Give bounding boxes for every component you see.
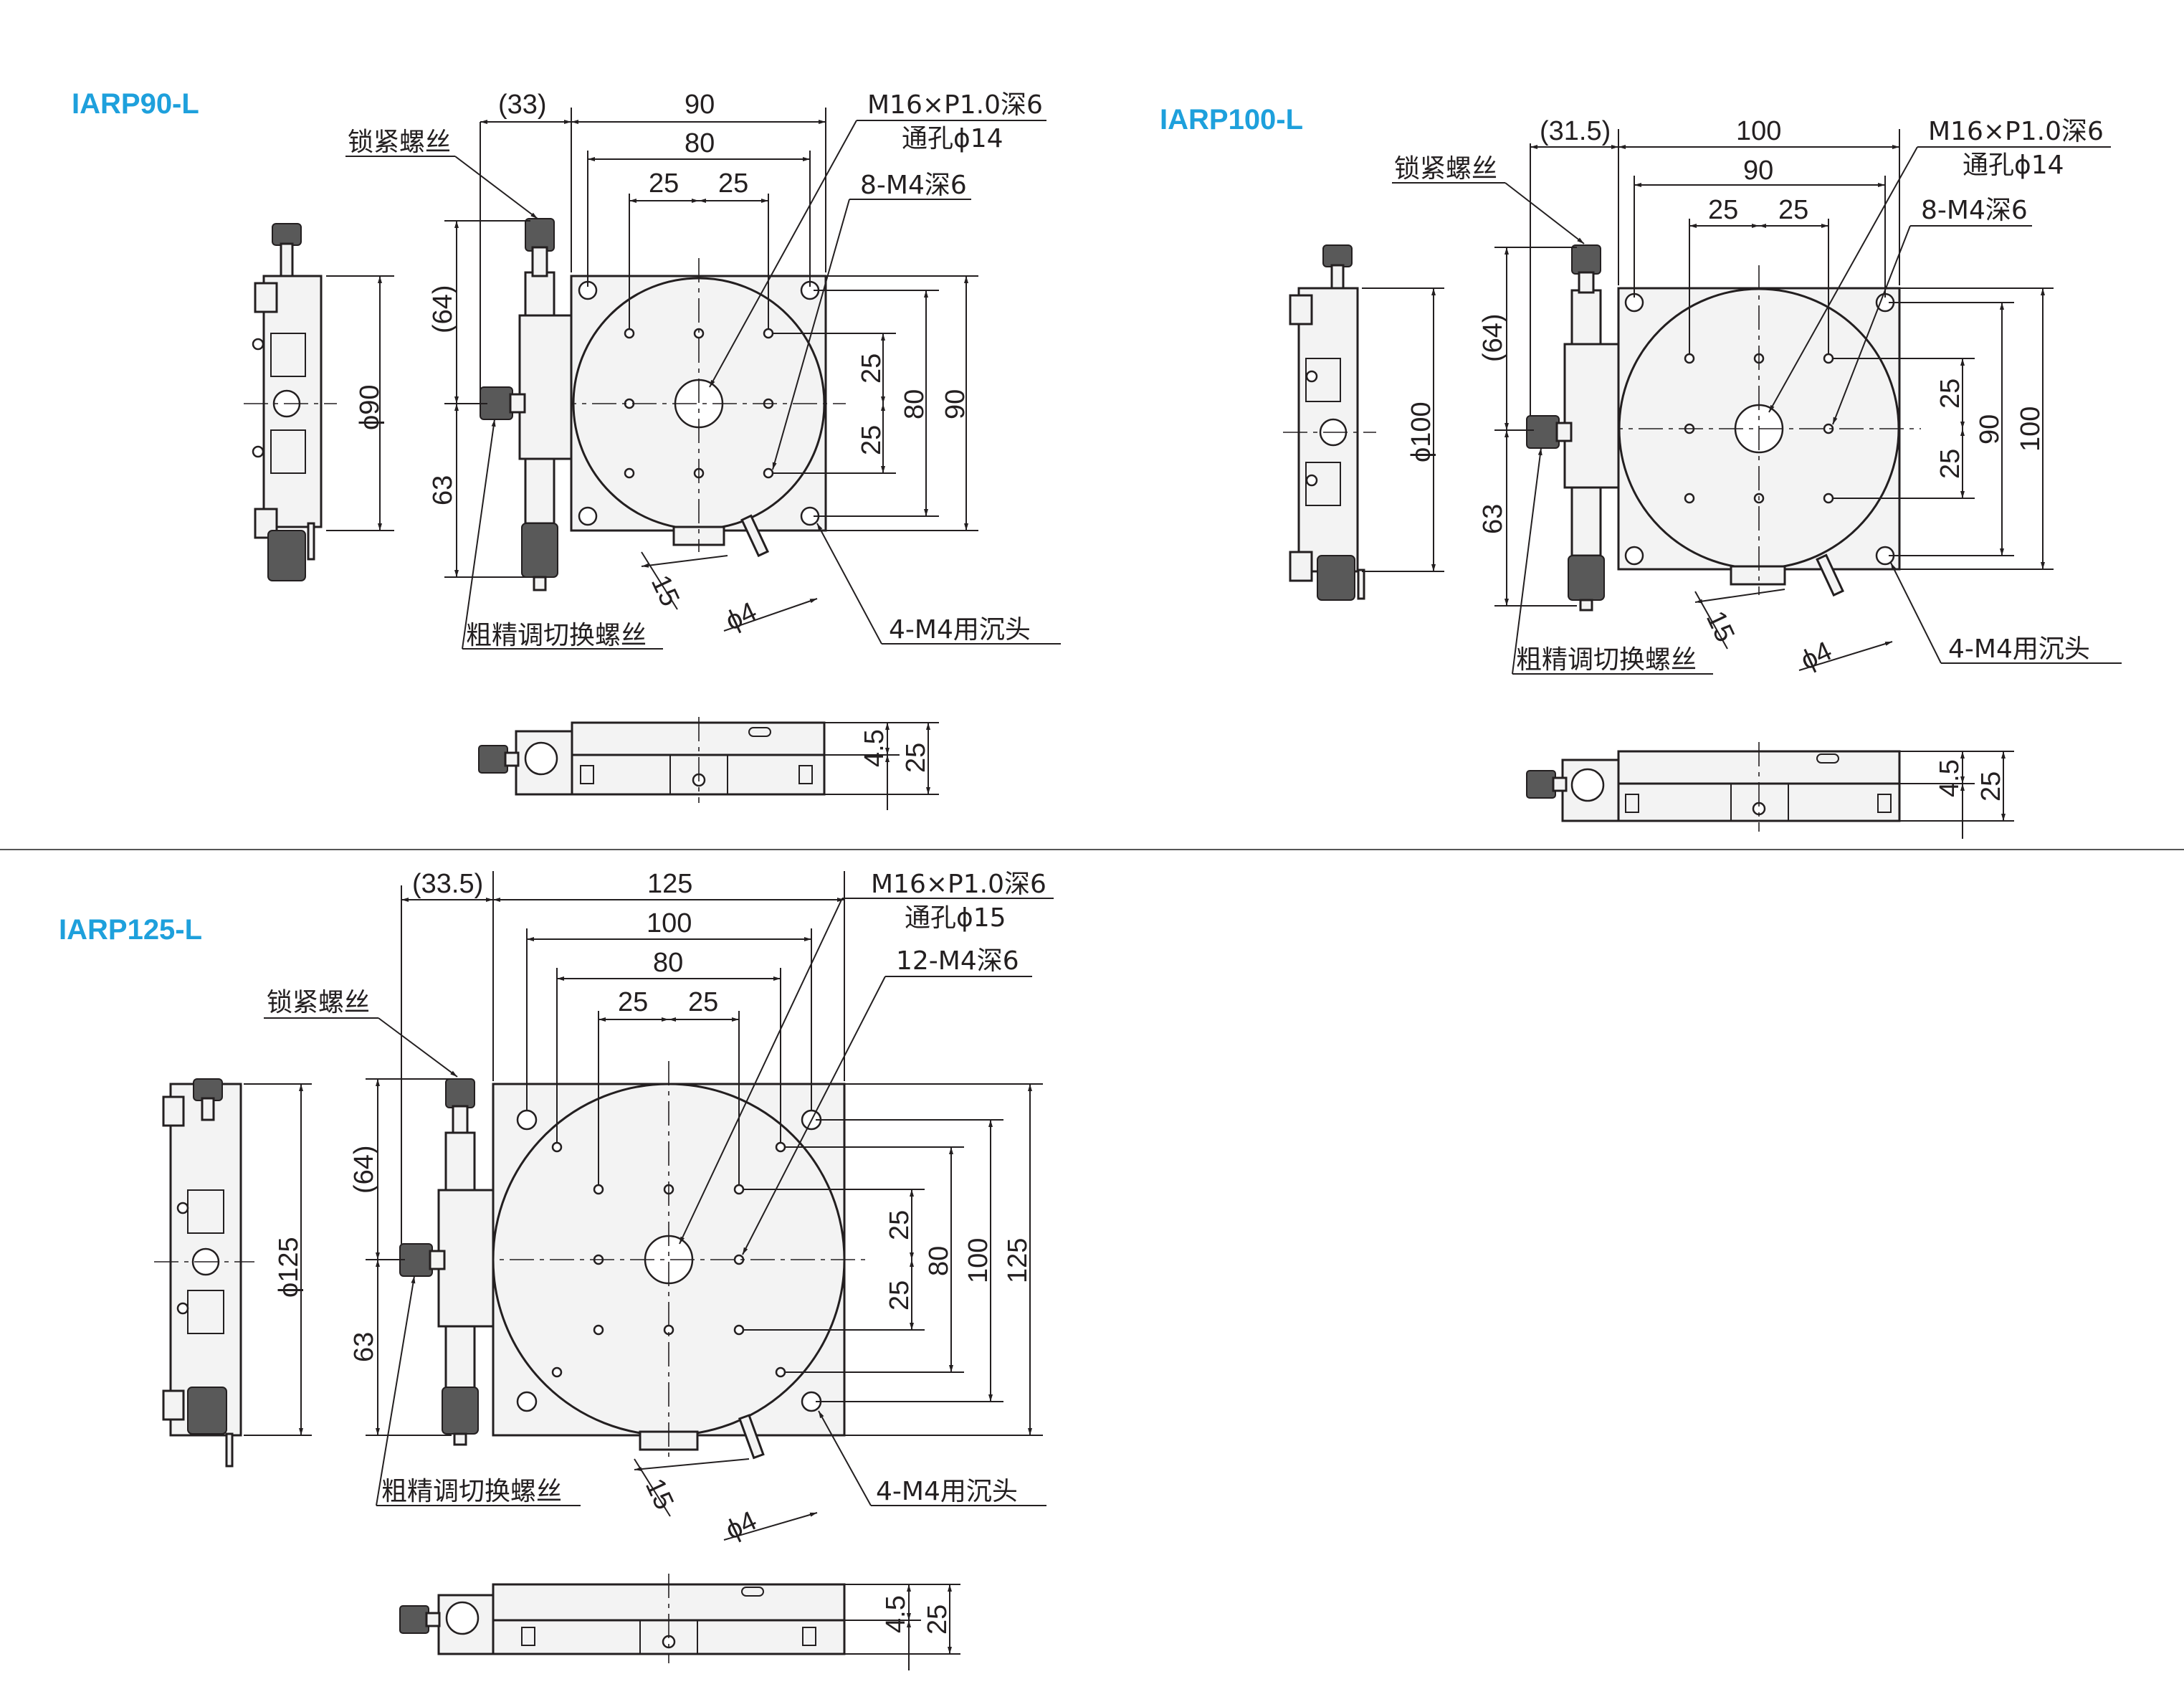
dim-right-outer: 90 [940, 389, 971, 419]
side-view-left: ϕ100 [1283, 244, 1444, 601]
plan-view [1526, 244, 1921, 612]
top-dimensions: (33) 90 80 25 25 [480, 90, 826, 391]
dim-right-inner: 80 [900, 389, 930, 419]
side-view-left: ϕ90 [244, 223, 394, 581]
dim-pitch-left: 25 [649, 168, 679, 199]
dim-pitch-right: 25 [718, 168, 748, 199]
lock-screw-label: 锁紧螺丝 [267, 988, 370, 1017]
pin-diameter-label: ϕ4 [721, 596, 761, 637]
product-iarp125: IARP125-L ϕ125 [59, 869, 1054, 1670]
dim-pitch-upper: 25 [1935, 379, 1965, 409]
center-hole-label: M16×P1.0深6 [1928, 117, 2104, 146]
tapped-holes-label: 8-M4深6 [860, 171, 967, 200]
through-hole-label: 通孔ϕ14 [902, 124, 1003, 153]
angle-offset-label: 15 [1700, 607, 1740, 647]
callouts: 锁紧螺丝 粗精调切换螺丝 M16×P1.0深6 通孔ϕ15 12-M4深6 4-… [264, 870, 1054, 1546]
angle-offset-label: 15 [645, 571, 685, 611]
switch-screw-label: 粗精调切换螺丝 [381, 1477, 562, 1506]
front-view: 4.5 25 [1526, 742, 2014, 839]
top-dimensions: (31.5) 100 90 25 25 [1530, 116, 1900, 416]
side-dimensions: (64) 63 [428, 220, 530, 578]
center-hole-label: M16×P1.0深6 [867, 90, 1043, 120]
dim-upper: (64) [349, 1145, 379, 1194]
dim-pitch-left: 25 [618, 987, 648, 1017]
front-small-dim: 4.5 [1935, 759, 1965, 797]
dim-lower: 63 [428, 475, 458, 505]
side-dimensions: (64) 63 [1478, 247, 1577, 607]
pin-diameter-label: ϕ4 [721, 1506, 761, 1546]
dim-width: 90 [685, 90, 715, 120]
dim-right-inner: 90 [1975, 414, 2005, 444]
dim-width: 125 [647, 869, 692, 899]
front-small-dim: 4.5 [881, 1595, 911, 1633]
dim-pitch-lower: 25 [884, 1280, 915, 1311]
front-view: 4.5 25 [478, 717, 939, 810]
callouts: 锁紧螺丝 粗精调切换螺丝 M16×P1.0深6 通孔ϕ14 8-M4深6 4-M… [345, 90, 1061, 650]
lock-screw-label: 锁紧螺丝 [348, 128, 451, 157]
dim-pitch-right: 25 [1778, 195, 1808, 225]
through-hole-label: 通孔ϕ14 [1963, 151, 2064, 180]
dim-pitch-right: 25 [688, 987, 718, 1017]
right-dimensions: 25 25 80 90 [773, 275, 978, 531]
switch-screw-label: 粗精调切换螺丝 [466, 621, 647, 650]
dim-right-inner: 100 [963, 1238, 993, 1283]
side-dimensions: (64) 63 [349, 1078, 452, 1436]
dim-right-outer: 100 [2016, 406, 2046, 452]
right-dimensions: 25 25 90 100 [1833, 287, 2054, 570]
dim-right-inner2: 80 [924, 1246, 954, 1276]
front-height-dim: 25 [901, 743, 931, 773]
counterbore-label: 4-M4用沉头 [889, 615, 1031, 645]
product-title: IARP125-L [59, 914, 202, 946]
counterbore-label: 4-M4用沉头 [876, 1477, 1018, 1506]
dim-lower: 63 [1478, 504, 1508, 534]
tapped-holes-label: 8-M4深6 [1921, 196, 2028, 225]
plan-view [399, 1061, 871, 1463]
product-title: IARP90-L [72, 88, 199, 120]
pin-diameter-label: ϕ4 [1796, 636, 1836, 676]
dim-pitch-left: 25 [1708, 195, 1738, 225]
angle-offset-label: 15 [639, 1474, 679, 1514]
product-iarp100: IARP100-L ϕ100 [1160, 104, 2122, 839]
product-iarp90: IARP90-L ϕ90 [72, 88, 1061, 810]
dim-right-outer: 125 [1003, 1238, 1033, 1283]
counterbore-label: 4-M4用沉头 [1948, 634, 2090, 664]
front-view: 4.5 25 [399, 1574, 960, 1670]
dim-offset: (33) [498, 90, 547, 120]
callouts: 锁紧螺丝 粗精调切换螺丝 M16×P1.0深6 通孔ϕ14 8-M4深6 4-M… [1392, 117, 2122, 676]
through-hole-label: 通孔ϕ15 [905, 903, 1006, 933]
side-view-left: ϕ125 [154, 1078, 312, 1468]
dim-upper: (64) [428, 285, 458, 333]
dim-offset: (33.5) [412, 869, 483, 899]
dim-lower: 63 [349, 1332, 379, 1362]
dim-inner2: 80 [653, 948, 683, 978]
center-hole-label: M16×P1.0深6 [871, 870, 1046, 899]
dim-upper: (64) [1478, 313, 1508, 362]
front-small-dim: 4.5 [859, 729, 890, 767]
front-height-dim: 25 [1976, 771, 2006, 802]
dim-pitch-lower: 25 [1935, 449, 1965, 479]
dim-pitch-lower: 25 [857, 425, 887, 455]
switch-screw-label: 粗精调切换螺丝 [1516, 645, 1697, 675]
diameter-label: ϕ125 [274, 1237, 304, 1298]
lock-screw-label: 锁紧螺丝 [1394, 154, 1497, 184]
dim-pitch-upper: 25 [884, 1210, 915, 1240]
diameter-label: ϕ90 [355, 384, 385, 430]
dim-width: 100 [1736, 116, 1781, 146]
plan-view [480, 218, 846, 591]
top-dimensions: (33.5) 125 100 80 25 25 [401, 869, 845, 1244]
dim-inner: 80 [685, 128, 715, 158]
front-height-dim: 25 [922, 1604, 953, 1635]
dim-inner: 90 [1743, 156, 1773, 186]
dim-inner: 100 [647, 908, 692, 938]
diameter-label: ϕ100 [1406, 401, 1436, 462]
product-title: IARP100-L [1160, 104, 1303, 135]
right-dimensions: 25 25 80 100 125 [743, 1083, 1043, 1436]
tapped-holes-label: 12-M4深6 [896, 946, 1019, 976]
dim-offset: (31.5) [1540, 116, 1611, 146]
dim-pitch-upper: 25 [857, 353, 887, 384]
